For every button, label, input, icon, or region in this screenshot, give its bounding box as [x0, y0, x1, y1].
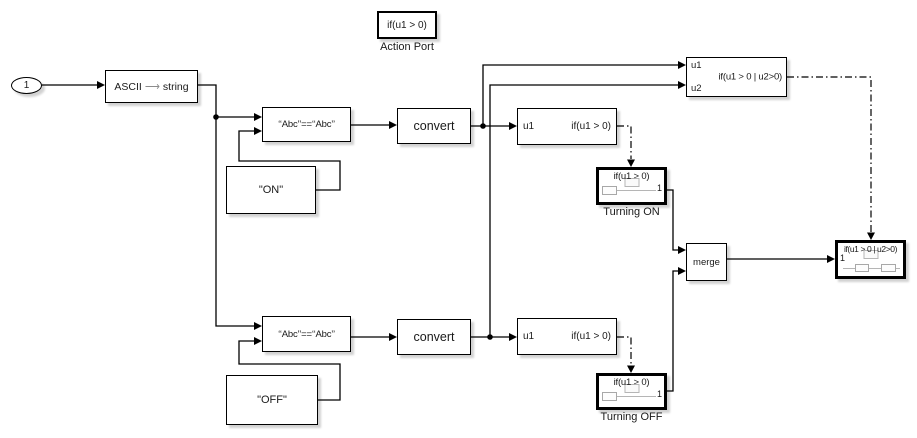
turning-on-value: 1 — [656, 183, 662, 193]
arrowhead-icon — [678, 81, 686, 89]
turning-on-header: if(u1 > 0) — [613, 171, 650, 182]
arrowhead-icon — [97, 81, 105, 89]
slider-handle-icon — [602, 392, 617, 401]
wire-if-off-action[interactable] — [617, 336, 632, 365]
string-constant-on-block[interactable]: "ON" — [226, 166, 316, 214]
wire-off-to-compare[interactable] — [238, 340, 341, 401]
inport-block[interactable]: 1 — [11, 77, 42, 94]
arrowhead-icon — [254, 113, 262, 121]
merge-label: merge — [693, 256, 720, 268]
ascii-label-pre: ASCII — [114, 80, 142, 93]
right-arrow-icon: ⟶ — [144, 80, 160, 93]
arrowhead-icon — [509, 333, 517, 341]
arrowhead-icon — [678, 246, 686, 254]
ascii-label-post: string — [162, 80, 189, 93]
wire-turning-off-to-merge[interactable] — [667, 270, 678, 392]
if-off-port-label: u1 — [523, 331, 535, 342]
wire-bigif-action[interactable] — [787, 76, 872, 232]
action-port-label: if(u1 > 0) — [387, 19, 427, 31]
wire-convert-on-to-bigif-u1[interactable] — [482, 64, 678, 126]
slider-track-icon — [616, 190, 656, 191]
turning-on-subsystem-block[interactable]: if(u1 > 0) 1 — [596, 167, 667, 205]
string-constant-off-block[interactable]: "OFF" — [226, 375, 318, 425]
slider-handle-icon — [602, 186, 617, 195]
turning-off-header: if(u1 > 0) — [613, 377, 650, 388]
slider-handle-icon — [855, 264, 869, 272]
arrowhead-icon — [827, 255, 835, 263]
slider-track-icon — [616, 396, 656, 397]
slider-handle-icon — [881, 264, 896, 272]
action-port-marker — [624, 178, 639, 187]
big-if-label: if(u1 > 0 | u2>0) — [718, 71, 783, 83]
merge-block[interactable]: merge — [686, 243, 727, 281]
wire-on-to-compare[interactable] — [238, 130, 341, 191]
constant-on-label: "ON" — [258, 184, 284, 196]
if-off-label: if(u1 > 0) — [571, 331, 611, 342]
slider-track-icon — [843, 268, 900, 269]
arrowhead-icon — [254, 322, 262, 330]
convert-off-label: convert — [413, 330, 455, 344]
wire-ascii-trunk[interactable] — [198, 84, 254, 327]
if-off-block[interactable]: u1 if(u1 > 0) — [517, 318, 617, 355]
wire-if-on-action[interactable] — [617, 125, 632, 159]
junction-dot — [487, 334, 493, 340]
junction-dot — [213, 114, 219, 120]
turning-off-subsystem-block[interactable]: if(u1 > 0) 1 — [596, 373, 667, 410]
arrowhead-icon — [867, 232, 875, 240]
arrowhead-icon — [678, 267, 686, 275]
arrowhead-icon — [254, 127, 262, 135]
wire-convert-off-to-bigif-u2[interactable] — [489, 84, 678, 337]
convert-off-block[interactable]: convert — [397, 319, 471, 355]
compare-off-label: ‘‘Abc’’==‘‘Abc’’ — [278, 328, 335, 340]
final-subsystem-block[interactable]: if(u1 > 0 | u2>0) 1 — [835, 240, 906, 279]
arrowhead-icon — [254, 337, 262, 345]
string-compare-off-block[interactable]: ‘‘Abc’’==‘‘Abc’’ — [262, 316, 351, 352]
ascii-to-string-block[interactable]: ASCII ⟶ string — [105, 70, 198, 103]
action-port-caption: Action Port — [380, 41, 434, 53]
convert-on-label: convert — [413, 119, 455, 133]
big-if-block[interactable]: u1 u2 if(u1 > 0 | u2>0) — [686, 57, 787, 97]
arrowhead-icon — [678, 61, 686, 69]
arrowhead-icon — [509, 122, 517, 130]
compare-on-label: ‘‘Abc’’==‘‘Abc’’ — [278, 119, 335, 130]
action-port-block[interactable]: if(u1 > 0) — [377, 11, 437, 39]
if-on-block[interactable]: u1 if(u1 > 0) — [517, 108, 617, 145]
junction-dot — [480, 123, 486, 129]
convert-on-block[interactable]: convert — [397, 108, 471, 144]
final-header: if(u1 > 0 | u2>0) — [843, 244, 898, 254]
string-compare-on-block[interactable]: ‘‘Abc’’==‘‘Abc’’ — [262, 107, 351, 142]
turning-off-caption: Turning OFF — [600, 411, 663, 423]
wire-turning-on-to-merge[interactable] — [667, 189, 678, 251]
constant-off-label: "OFF" — [257, 394, 287, 406]
arrowhead-icon — [627, 159, 635, 167]
inport-label: 1 — [23, 80, 30, 91]
big-if-u1-port-label: u1 — [691, 60, 702, 71]
turning-off-value: 1 — [656, 389, 662, 399]
big-if-u2-port-label: u2 — [691, 83, 702, 94]
if-on-label: if(u1 > 0) — [571, 121, 611, 132]
arrowhead-icon — [627, 365, 635, 373]
if-on-port-label: u1 — [523, 121, 535, 132]
arrowhead-icon — [389, 333, 397, 341]
arrowhead-icon — [389, 121, 397, 129]
action-port-marker — [624, 384, 639, 393]
final-value: 1 — [840, 253, 846, 263]
action-port-marker — [863, 250, 878, 259]
turning-on-caption: Turning ON — [603, 206, 660, 218]
